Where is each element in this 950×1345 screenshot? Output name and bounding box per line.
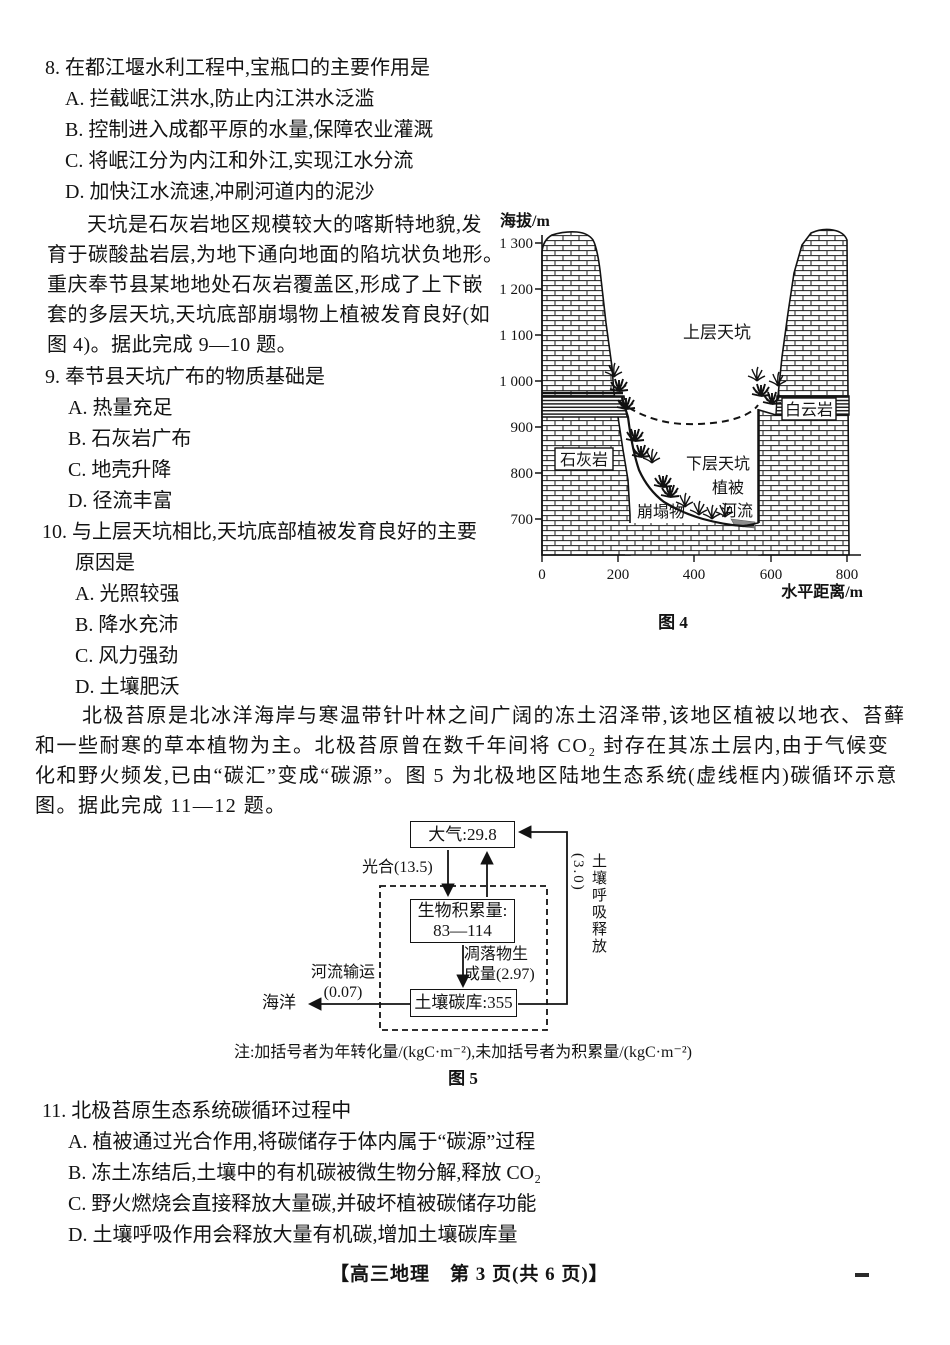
fig5-biomass-value: 83—114 [433, 921, 492, 940]
fig5-biomass-label: 生物积累量: [417, 901, 508, 920]
fig4-ytick-700: 700 [511, 512, 534, 528]
question-10-option-b: B. 降水充沛 [75, 614, 179, 636]
fig4-label-lower-tiankeng: 下层天坑 [686, 455, 750, 473]
question-8-option-b: B. 控制进入成都平原的水量,保障农业灌溉 [65, 119, 434, 141]
fig4-label-dolomite-box: 白云岩 [781, 397, 837, 421]
fig4-ytick-800: 800 [511, 466, 534, 482]
fig5-label-river-line1: 河流输运 [310, 964, 375, 981]
fig4-xtick-200: 200 [607, 567, 630, 583]
fig5-label-litter: 凋落物生 成量(2.97) [464, 945, 535, 985]
fig4-xtick-600: 600 [760, 567, 783, 583]
passage-tiankeng-line4: 套的多层天坑,天坑底部崩塌物上植被发育良好(如 [47, 304, 491, 326]
question-8-option-d: D. 加快江水流速,冲刷河道内的泥沙 [65, 181, 375, 203]
question-10-option-a: A. 光照较强 [75, 583, 180, 605]
question-11-option-b: B. 冻土冻结后,土壤中的有机碳被微生物分解,释放 CO₂ [68, 1162, 542, 1184]
fig5-arrow-soil-respiration [517, 825, 568, 1005]
question-8-stem: 8. 在都江堰水利工程中,宝瓶口的主要作用是 [45, 57, 430, 79]
fig4-label-vegetation: 植被 [712, 479, 744, 497]
question-11-option-c: C. 野火燃烧会直接释放大量碳,并破坏植被碳储存功能 [68, 1193, 537, 1215]
fig4-dashed-boundary [618, 400, 759, 426]
passage-tundra-line3: 化和野火频发,已由“碳汇”变成“碳源”。图 5 为北极地区陆地生态系统(虚线框内… [35, 765, 898, 787]
question-9-option-b: B. 石灰岩广布 [68, 428, 192, 450]
fig4-lower-tiankeng-pit [620, 397, 759, 529]
question-9-stem: 9. 奉节县天坑广布的物质基础是 [45, 366, 325, 388]
fig4-rock-left [541, 231, 631, 556]
fig4-label-debris: 崩塌物 [637, 503, 685, 521]
fig4-rock-right [758, 228, 850, 556]
fig4-caption: 图 4 [658, 613, 688, 632]
fig5-atmosphere-value: 大气:29.8 [428, 824, 497, 844]
question-10-option-c: C. 风力强劲 [75, 645, 179, 667]
fig5-label-river-transport: 河流输运 (0.07) [303, 963, 383, 1003]
passage-tundra-line2: 和一些耐寒的草本植物为主。北极苔原曾在数千年间将 CO₂ 封存在其冻土层内,由于… [35, 735, 890, 757]
fig5-ecosystem-dashed-box [379, 885, 548, 1031]
fig5-box-biomass: 生物积累量: 83—114 [410, 899, 515, 943]
fig5-label-photosynthesis: 光合(13.5) [362, 859, 433, 876]
fig4-ytick-900: 900 [511, 420, 534, 436]
fig4-ytick-1100: 1 100 [499, 328, 533, 344]
fig4-xtick-0: 0 [538, 567, 546, 583]
passage-tundra-line4: 图。据此完成 11—12 题。 [35, 795, 287, 817]
passage-tiankeng-line5: 图 4)。据此完成 9—10 题。 [47, 334, 298, 356]
fig4-label-dolomite: 白云岩 [785, 401, 833, 419]
fig5-box-soil-pool: 土壤碳库:355 [410, 989, 517, 1017]
fig4-label-limestone-box: 石灰岩 [554, 447, 614, 471]
fig4-x-axis-label: 水平距离/m [781, 582, 863, 601]
page-footer: 【高三地理 第 3 页(共 6 页)】 [330, 1264, 609, 1285]
fig4-ytick-1200: 1 200 [499, 282, 533, 298]
question-9-option-c: C. 地壳升降 [68, 459, 172, 481]
passage-tiankeng-line2: 育于碳酸盐岩层,为地下通向地面的陷坑状负地形。 [47, 244, 504, 266]
fig5-label-soil-respiration: 土壤呼吸释放(3.0) [570, 853, 606, 955]
question-8-option-a: A. 拦截岷江洪水,防止内江洪水泛滥 [65, 88, 375, 110]
passage-tiankeng-line1: 天坑是石灰岩地区规模较大的喀斯特地貌,发 [87, 214, 482, 236]
passage-tiankeng: 天坑是石灰岩地区规模较大的喀斯特地貌,发 育于碳酸盐岩层,为地下通向地面的陷坑状… [47, 210, 504, 360]
question-10-stem-line2: 原因是 [75, 552, 135, 574]
fig5-label-litter-line2: 成量(2.97) [464, 966, 535, 983]
fig4-ytick-1000: 1 000 [499, 374, 533, 390]
fig4-label-river: 河流 [721, 502, 753, 520]
question-11-option-d: D. 土壤呼吸作用会释放大量有机碳,增加土壤碳库量 [68, 1224, 518, 1246]
fig4-xtick-400: 400 [683, 567, 706, 583]
passage-tundra: 北极苔原是北冰洋海岸与寒温带针叶林之间广阔的冻土沼泽带,该地区植被以地衣、苔藓 … [35, 701, 906, 821]
fig4-ytick-1300: 1 300 [499, 236, 533, 252]
fig4-debris-slope [620, 397, 755, 528]
question-9-option-a: A. 热量充足 [68, 397, 173, 419]
question-9: 9. 奉节县天坑广布的物质基础是 A. 热量充足 B. 石灰岩广布 C. 地壳升… [45, 362, 325, 517]
figure5-arrows [307, 825, 568, 1031]
print-artifact-dash [855, 1273, 869, 1277]
fig4-xtick-800: 800 [836, 567, 859, 583]
fig5-caption: 图 5 [448, 1069, 478, 1088]
fig4-dolomite-band-left [541, 395, 628, 418]
fig4-y-axis-label: 海拔/m [500, 211, 550, 230]
fig5-box-atmosphere: 大气:29.8 [410, 821, 515, 848]
fig4-rock-bottom [625, 523, 761, 555]
passage-tundra-line1: 北极苔原是北冰洋海岸与寒温带针叶林之间广阔的冻土沼泽带,该地区植被以地衣、苔藓 [82, 705, 906, 727]
fig5-label-river-line2: (0.07) [323, 984, 363, 1001]
question-11-stem: 11. 北极苔原生态系统碳循环过程中 [42, 1100, 352, 1122]
question-8: 8. 在都江堰水利工程中,宝瓶口的主要作用是 A. 拦截岷江洪水,防止内江洪水泛… [45, 53, 433, 208]
figure4-diagram: 海拔/m 1 300 1 200 1 100 1 000 900 800 700… [499, 211, 863, 632]
question-8-option-c: C. 将岷江分为内江和外江,实现江水分流 [65, 150, 414, 172]
fig5-soil-pool-value: 土壤碳库:355 [414, 993, 513, 1012]
fig4-label-upper-tiankeng: 上层天坑 [683, 323, 751, 342]
question-10-stem: 10. 与上层天坑相比,天坑底部植被发育良好的主要 [42, 521, 477, 543]
question-11: 11. 北极苔原生态系统碳循环过程中 A. 植被通过光合作用,将碳储存于体内属于… [42, 1096, 541, 1251]
fig5-label-ocean: 海洋 [262, 993, 296, 1012]
fig4-axes [535, 235, 861, 562]
fig5-note: 注:加括号者为年转化量/(kgC·m⁻²),未加括号者为积累量/(kgC·m⁻²… [233, 1044, 693, 1061]
question-11-option-a: A. 植被通过光合作用,将碳储存于体内属于“碳源”过程 [68, 1131, 536, 1153]
question-10: 10. 与上层天坑相比,天坑底部植被发育良好的主要 原因是 A. 光照较强 B.… [42, 517, 477, 703]
fig4-label-limestone: 石灰岩 [560, 451, 608, 469]
passage-tiankeng-line3: 重庆奉节县某地地处石灰岩覆盖区,形成了上下嵌 [47, 274, 483, 296]
question-10-option-d: D. 土壤肥沃 [75, 676, 180, 698]
question-9-option-d: D. 径流丰富 [68, 490, 173, 512]
fig5-label-litter-line1: 凋落物生 [464, 946, 529, 963]
